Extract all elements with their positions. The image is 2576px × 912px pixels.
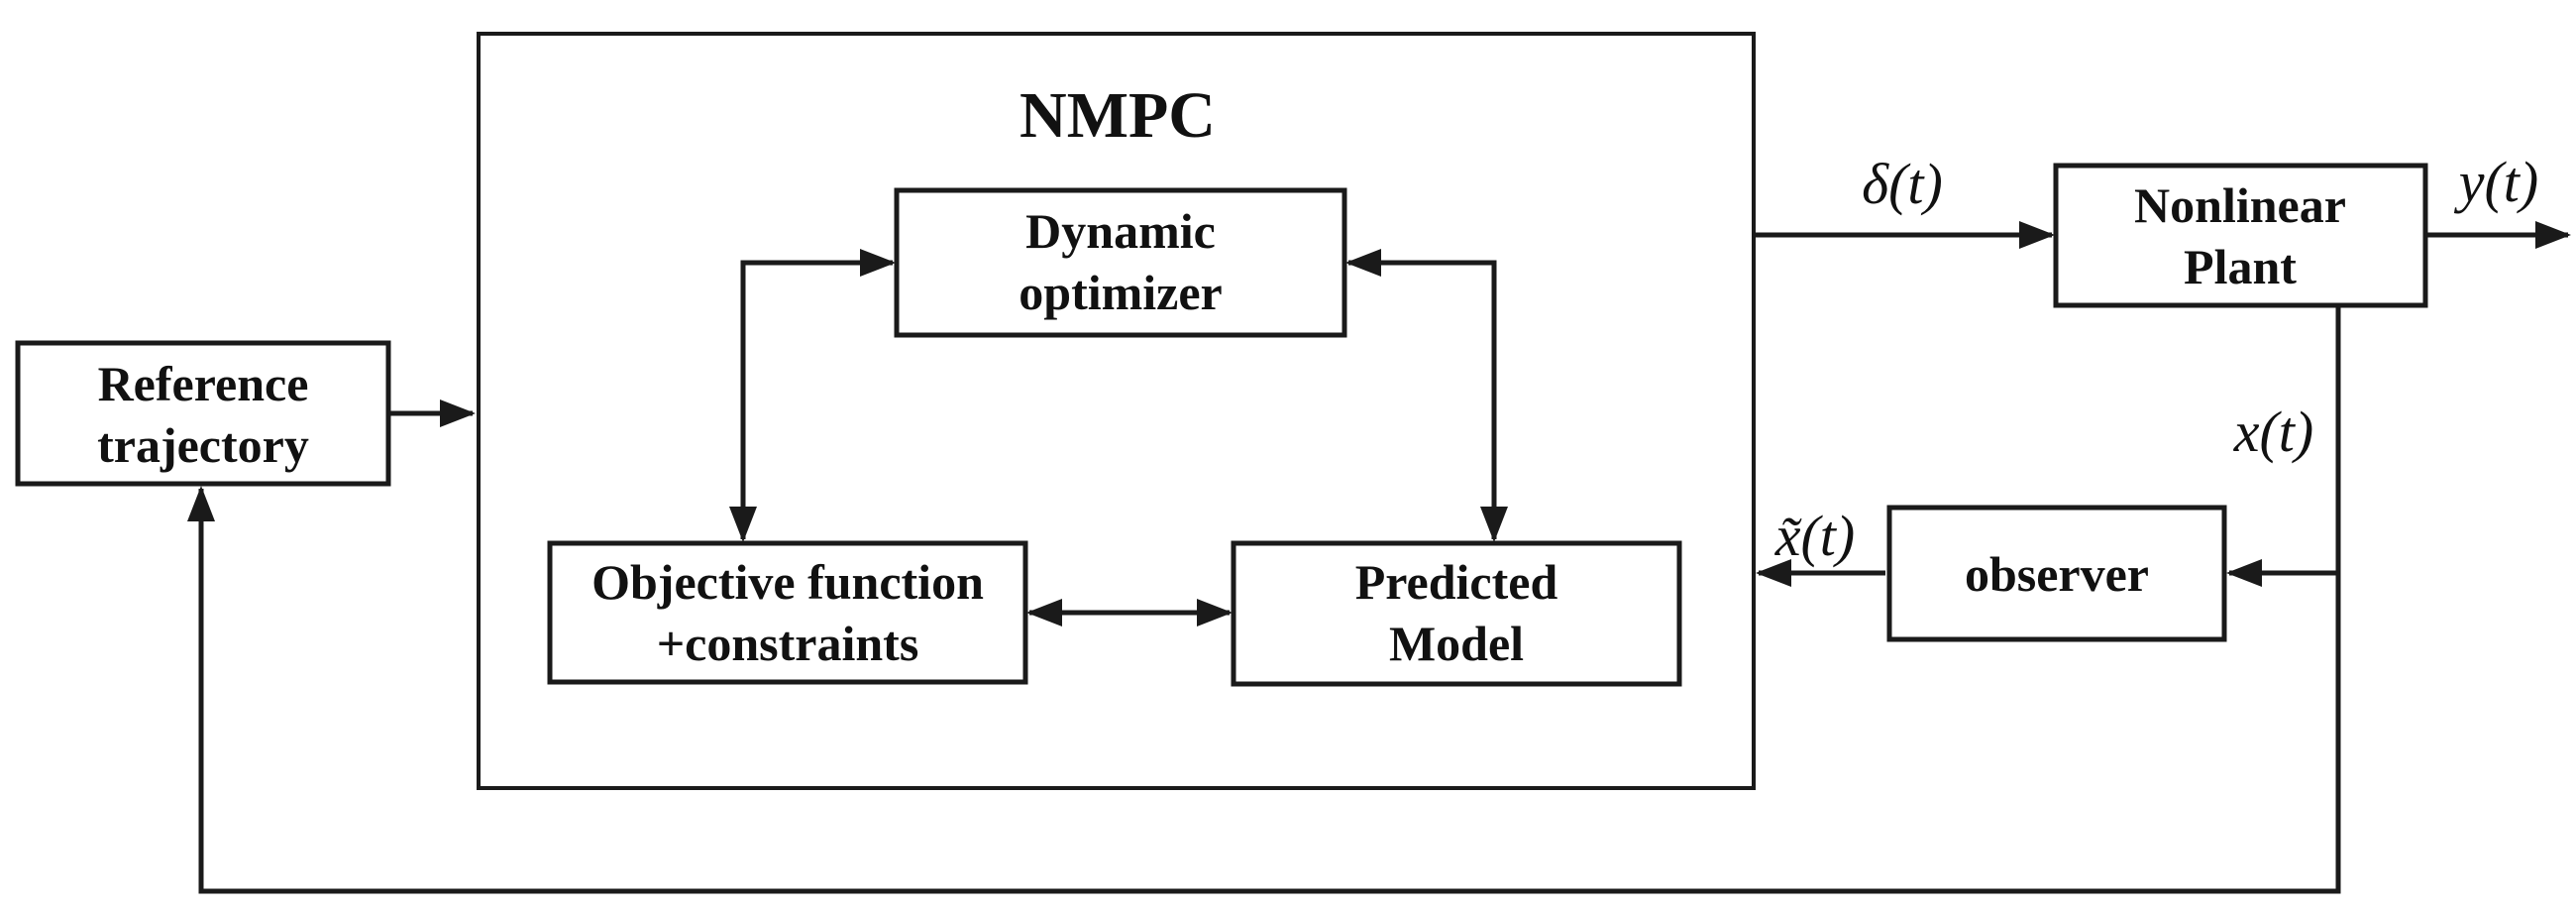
plant-state-label: x(t)	[2233, 399, 2314, 464]
arrow-optimizer-objective	[729, 249, 896, 542]
estimated-state-label: x̃(t)	[1774, 504, 1856, 568]
objective-function-label-line2: +constraints	[657, 616, 919, 671]
nonlinear-plant-label-line1: Nonlinear	[2134, 177, 2346, 233]
observer-label: observer	[1965, 546, 2149, 602]
feedback-wire-plant-to-reference	[187, 305, 2341, 894]
arrow-optimizer-predicted-model	[1345, 249, 1508, 542]
dynamic-optimizer-label-line2: optimizer	[1019, 265, 1222, 320]
dynamic-optimizer-box	[894, 187, 1347, 338]
predicted-model-label-line1: Predicted	[1355, 554, 1558, 610]
predicted-model-box	[1231, 540, 1682, 687]
nmpc-container-box	[477, 32, 1756, 790]
plant-output-label: y(t)	[2454, 150, 2539, 214]
objective-function-box	[547, 540, 1028, 685]
reference-trajectory-label-line2: trajectory	[97, 417, 309, 473]
objective-function-label-line1: Objective function	[591, 554, 984, 610]
control-input-label: δ(t)	[1862, 152, 1943, 216]
reference-trajectory-label-line1: Reference	[98, 356, 309, 411]
nonlinear-plant-label-line2: Plant	[2184, 239, 2297, 294]
nmpc-title: NMPC	[1020, 79, 1216, 152]
dynamic-optimizer-label-line1: Dynamic	[1025, 203, 1216, 259]
observer-box	[1886, 505, 2227, 642]
reference-trajectory-box	[15, 340, 391, 487]
nonlinear-plant-box	[2053, 163, 2428, 308]
predicted-model-label-line2: Model	[1389, 616, 1524, 671]
